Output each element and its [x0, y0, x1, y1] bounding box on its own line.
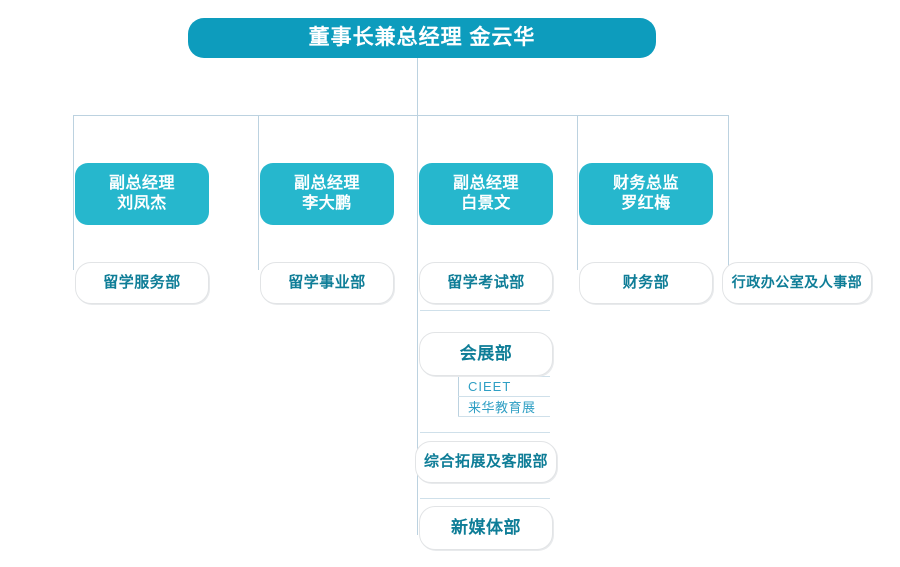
separator-subitem-bottom: [458, 416, 550, 417]
connector-bus: [73, 115, 729, 116]
node-dept-liuxue-kaoshi[interactable]: 留学考试部: [419, 262, 553, 304]
connector-drop-col3: [417, 115, 418, 535]
node-exec-luo-hongmei[interactable]: 财务总监 罗红梅: [579, 163, 713, 225]
node-chairman[interactable]: 董事长兼总经理 金云华: [188, 18, 656, 58]
subitem-cieet[interactable]: CIEET: [468, 379, 512, 394]
node-exec-liu-fengjie[interactable]: 副总经理 刘凤杰: [75, 163, 209, 225]
node-dept-liuxue-fuwu[interactable]: 留学服务部: [75, 262, 209, 304]
separator-subitem-top: [458, 376, 550, 377]
connector-drop-col1: [73, 115, 74, 270]
node-dept-huizhan[interactable]: 会展部: [419, 332, 553, 376]
separator-zonghe-xinmeiti: [420, 498, 550, 499]
node-dept-xinmeiti[interactable]: 新媒体部: [419, 506, 553, 550]
connector-drop-col4: [577, 115, 578, 270]
connector-drop-col2: [258, 115, 259, 270]
node-exec-li-dapeng[interactable]: 副总经理 李大鹏: [260, 163, 394, 225]
separator-huizhan-zonghe: [420, 432, 550, 433]
connector-drop-col5: [728, 115, 729, 270]
node-exec-bai-jingwen[interactable]: 副总经理 白景文: [419, 163, 553, 225]
separator-subitem-mid: [458, 396, 550, 397]
connector-root-trunk: [417, 55, 418, 115]
node-dept-xingzheng-renshi[interactable]: 行政办公室及人事部: [722, 262, 872, 304]
node-dept-caiwu[interactable]: 财务部: [579, 262, 713, 304]
separator-kaoshi-huizhan: [420, 310, 550, 311]
node-dept-zonghe-tuozhan-kefu[interactable]: 综合拓展及客服部: [415, 441, 557, 483]
subitem-laihua-jiaoyuzhan[interactable]: 来华教育展: [468, 400, 536, 415]
node-dept-liuxue-shiye[interactable]: 留学事业部: [260, 262, 394, 304]
